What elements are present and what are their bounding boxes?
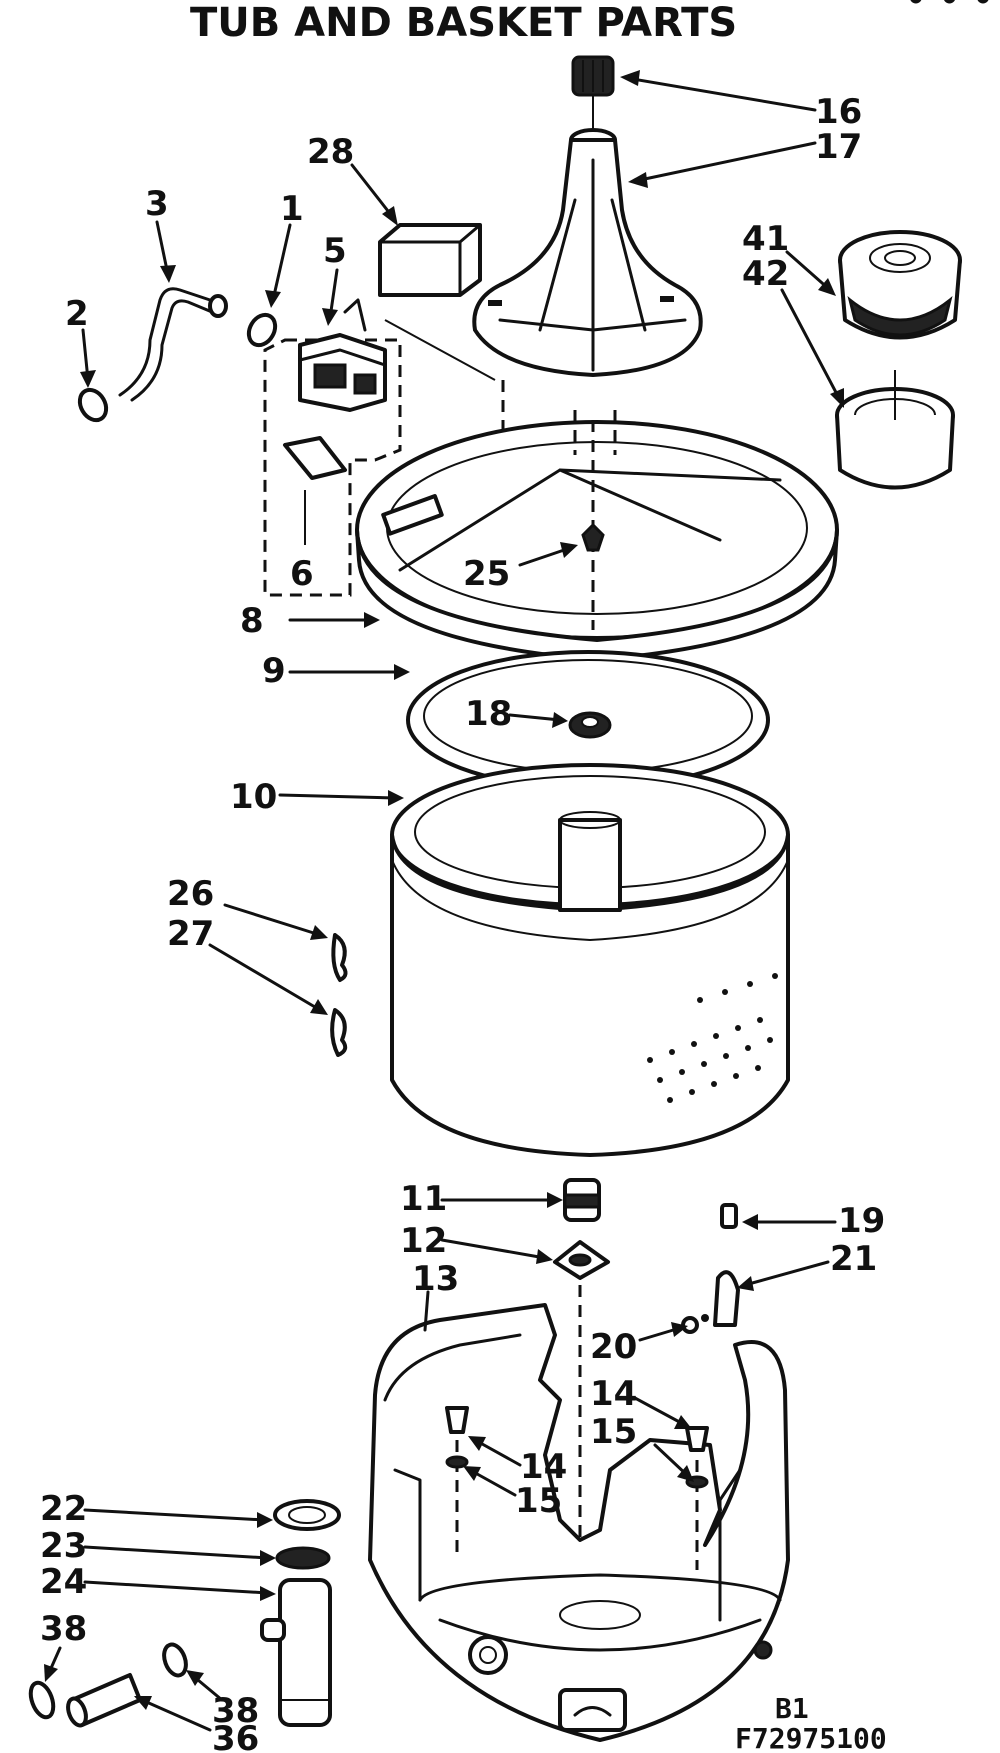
- callout-38-right: 38: [212, 1691, 259, 1731]
- callout-9: 9: [262, 651, 286, 691]
- footer-part-number: F72975100: [735, 1722, 887, 1753]
- callout-36: 36: [212, 1719, 259, 1753]
- callout-1: 1: [280, 189, 304, 229]
- part-22-cap: [273, 1499, 341, 1531]
- part-11-bushing: [563, 1178, 601, 1222]
- part-27-clip: [330, 1008, 348, 1057]
- part-1-grommet: [246, 312, 278, 348]
- part-18-nut: [568, 711, 612, 739]
- part-38-clamp-right: [162, 1642, 188, 1678]
- callout-2: 2: [65, 294, 89, 334]
- callout-3: 3: [145, 184, 169, 224]
- callout-14-right: 14: [590, 1374, 637, 1414]
- part-23-ring: [275, 1546, 331, 1570]
- part-16-agitator-cap: [571, 55, 615, 130]
- callout-8: 8: [240, 601, 264, 641]
- part-41-cap: [838, 230, 962, 340]
- part-10-basket: [390, 763, 790, 1157]
- footer-code-b1: B1: [775, 1692, 809, 1725]
- callout-21: 21: [830, 1239, 877, 1279]
- callout-20: 20: [590, 1327, 637, 1367]
- part-38-clamp-left: [28, 1680, 56, 1720]
- callout-14-left: 14: [520, 1447, 567, 1487]
- basket-holes: [647, 973, 778, 1103]
- part-13-outer-tub: [368, 1303, 790, 1742]
- callout-5: 5: [323, 231, 347, 271]
- part-3-hose: [118, 287, 228, 402]
- callout-38-left: 38: [40, 1609, 87, 1649]
- callout-6: 6: [290, 554, 314, 594]
- callout-28: 28: [307, 132, 354, 172]
- corner-mark: • • •: [905, 0, 994, 19]
- part-14-bolt-right: [685, 1426, 709, 1452]
- callout-11: 11: [400, 1179, 447, 1219]
- callout-12: 12: [400, 1221, 447, 1261]
- part-5-switch-assembly: [263, 298, 402, 597]
- part-21-bracket: [713, 1270, 740, 1327]
- leader-lines: [44, 70, 844, 1732]
- part-36-hose: [66, 1673, 142, 1728]
- callout-26: 26: [167, 874, 214, 914]
- part-8-tub-ring: [355, 380, 839, 662]
- callout-18: 18: [465, 694, 512, 734]
- callout-16: 16: [815, 92, 862, 132]
- part-15-washer-left: [445, 1455, 469, 1469]
- callout-15-left: 15: [515, 1481, 562, 1521]
- diagram-title: TUB AND BASKET PARTS: [190, 0, 737, 46]
- part-28-box: [378, 223, 496, 381]
- callout-23: 23: [40, 1526, 87, 1566]
- part-42-ring: [835, 370, 955, 490]
- callout-42: 42: [742, 254, 789, 294]
- callout-19: 19: [838, 1201, 885, 1241]
- part-25-bolt: [581, 522, 605, 552]
- callout-17: 17: [815, 127, 862, 167]
- part-2-clamp: [77, 387, 109, 423]
- callout-labels: 2 3 1 5 6 28 16 17 41 42 25 8 9 18 10 26…: [40, 92, 885, 1753]
- part-14-bolt-left: [445, 1406, 469, 1434]
- callout-10: 10: [230, 777, 277, 817]
- part-26-clip: [331, 933, 348, 982]
- callout-41: 41: [742, 219, 789, 259]
- part-6-insulator: [283, 436, 347, 545]
- callout-22: 22: [40, 1489, 87, 1529]
- callout-13: 13: [412, 1259, 459, 1299]
- part-24-tube: [260, 1578, 332, 1727]
- part-19-screw: [720, 1203, 738, 1229]
- callout-15-right: 15: [590, 1412, 637, 1452]
- part-17-agitator: [472, 128, 703, 377]
- part-20-washer: [681, 1314, 709, 1334]
- callout-27: 27: [167, 914, 214, 954]
- callout-24: 24: [40, 1562, 87, 1602]
- callout-25: 25: [463, 554, 510, 594]
